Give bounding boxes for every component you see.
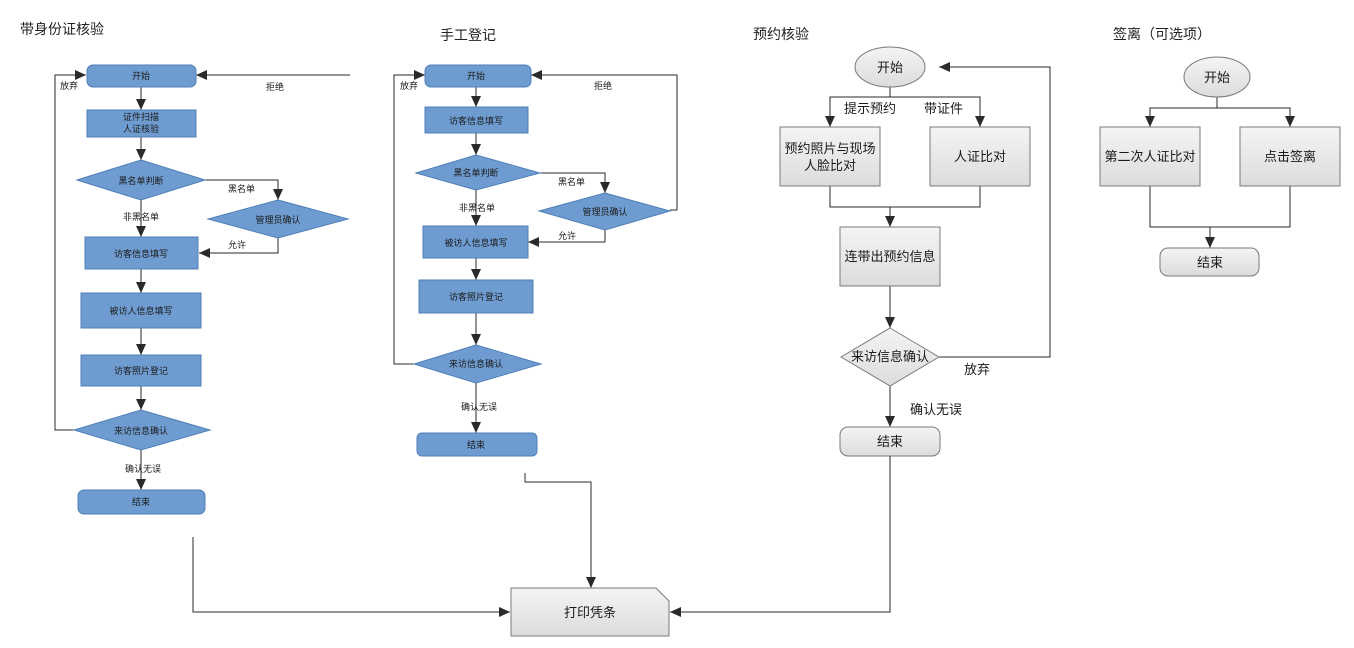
edge-label-allow: 允许 (228, 239, 246, 251)
node-blacklist-label: 黑名单判断 (118, 175, 163, 187)
node-click-checkout-label: 点击签离 (1264, 149, 1316, 165)
flow-manual: 开始 访客信息填写 黑名单判断 管理员确认 被访人信息填写 访客照片登记 来访信… (393, 64, 678, 457)
edge-label-blacklist: 黑名单 (228, 183, 255, 195)
node-visitor-info (424, 106, 529, 134)
node-end (1159, 247, 1260, 277)
node-id-compare (929, 126, 1031, 187)
node-id-scan (86, 109, 197, 138)
edge-label-allow: 允许 (558, 230, 576, 242)
node-end-label: 结束 (467, 439, 485, 451)
node-start-label: 开始 (132, 70, 150, 82)
node-load-info (839, 226, 941, 287)
node-admin-confirm (537, 192, 672, 231)
edge-label-giveup: 放弃 (964, 363, 990, 378)
section-title-manual: 手工登记 (440, 28, 496, 44)
node-admin-label: 管理员确认 (255, 214, 300, 226)
node-start-label: 开始 (467, 70, 485, 82)
node-face-compare-label-2: 人脸比对 (804, 159, 856, 174)
node-id-scan-label-1: 证件扫描 (123, 111, 159, 123)
flow-checkout: 开始 第二次人证比对 点击签离 结束 (1099, 56, 1341, 277)
node-click-checkout (1239, 126, 1341, 187)
node-photo (80, 354, 202, 387)
node-id-compare-label: 人证比对 (954, 150, 1006, 165)
node-confirm-label: 来访信息确认 (851, 349, 929, 365)
node-end (416, 432, 538, 457)
edge-label-hint: 提示预约 (844, 101, 896, 117)
node-blacklist-decision (414, 154, 542, 191)
edge-label-giveup: 放弃 (60, 80, 78, 92)
node-id-scan-label-2: 人证核验 (123, 123, 159, 135)
node-start-label: 开始 (1204, 71, 1230, 86)
node-confirm-label: 来访信息确认 (449, 358, 503, 370)
edge-label-giveup: 放弃 (400, 80, 418, 92)
node-face-compare (779, 126, 881, 187)
node-start (854, 46, 926, 88)
node-host-info (80, 292, 202, 329)
edge-label-id: 带证件 (924, 102, 963, 117)
node-end (77, 489, 206, 515)
flow-id-check: 开始 证件扫描 人证核验 黑名单判断 管理员确认 访客信息填写 被访人信息填写 … (54, 64, 350, 515)
edge-label-reject: 拒绝 (594, 80, 612, 92)
section-title-checkout: 签离（可选项） (1113, 26, 1211, 43)
node-confirm-decision (840, 327, 940, 387)
node-second-compare (1099, 126, 1201, 187)
node-load-info-label: 连带出预约信息 (844, 249, 935, 265)
node-start-label: 开始 (877, 61, 903, 76)
node-end-label: 结束 (877, 435, 903, 450)
node-visitor-info-label: 访客信息填写 (449, 115, 503, 127)
flow-appointment: 开始 预约照片与现场 人脸比对 人证比对 连带出预约信息 来访信息确认 结束 提… (779, 46, 1051, 457)
node-start (424, 64, 532, 88)
edge-label-ok: 确认无误 (910, 403, 962, 418)
node-confirm-label: 来访信息确认 (114, 425, 168, 437)
node-photo-label: 访客照片登记 (449, 291, 503, 303)
node-blacklist-label: 黑名单判断 (453, 167, 498, 179)
node-second-compare-label: 第二次人证比对 (1104, 149, 1195, 165)
node-print-receipt (510, 587, 670, 637)
node-admin-confirm (206, 199, 350, 239)
edge-label-nonblacklist: 非黑名单 (459, 202, 495, 214)
node-blacklist-decision (75, 159, 207, 201)
node-end-label: 结束 (1197, 256, 1223, 271)
flow-print: 打印凭条 (192, 456, 891, 637)
node-start (86, 64, 197, 88)
node-photo-label: 访客照片登记 (114, 365, 168, 377)
section-title-id-check: 带身份证核验 (20, 22, 104, 38)
node-host-info-label: 被访人信息填写 (109, 305, 172, 317)
node-admin-label: 管理员确认 (582, 206, 627, 218)
node-host-info-label: 被访人信息填写 (444, 237, 507, 249)
node-visitor-info-label: 访客信息填写 (114, 248, 168, 260)
node-start (1183, 56, 1251, 98)
node-end-label: 结束 (132, 496, 150, 508)
node-confirm-decision (72, 409, 212, 451)
edge-label-reject: 拒绝 (266, 81, 284, 93)
node-photo (418, 279, 534, 314)
edge-label-nonblacklist: 非黑名单 (123, 211, 159, 223)
node-face-compare-label-1: 预约照片与现场 (784, 142, 875, 157)
node-host-info (422, 225, 529, 259)
node-confirm-decision (412, 344, 543, 384)
node-visitor-info (84, 236, 199, 270)
edge-label-ok: 确认无误 (461, 401, 497, 413)
node-print-label: 打印凭条 (564, 605, 616, 621)
edge-label-blacklist: 黑名单 (558, 176, 585, 188)
edge-label-ok: 确认无误 (125, 463, 161, 475)
section-title-appointment: 预约核验 (753, 27, 809, 43)
